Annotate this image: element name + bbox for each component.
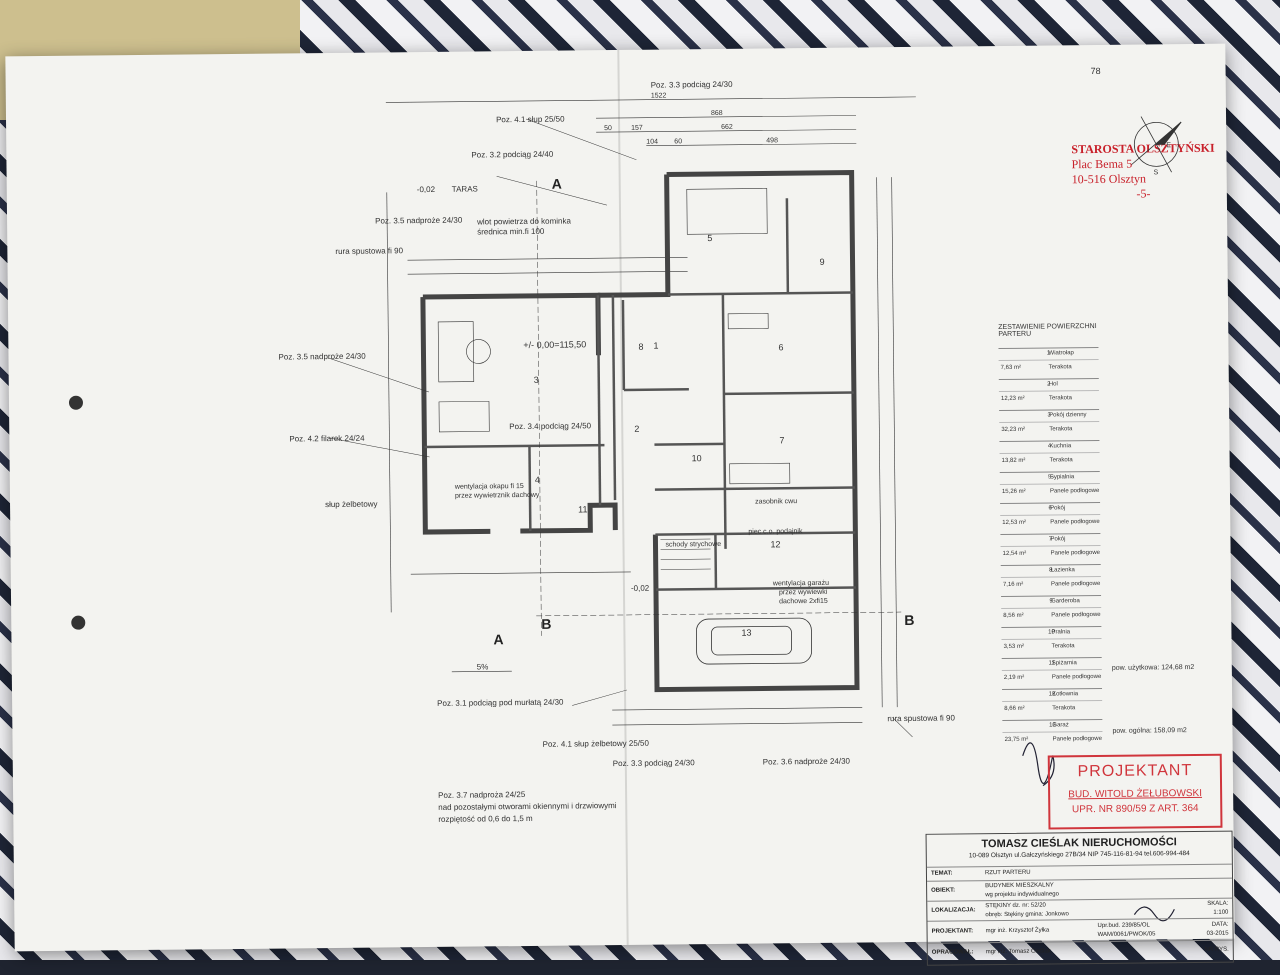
- level-mark: -0,02: [630, 583, 650, 593]
- total-area: pow. ogólna: 158,09 m2: [1112, 727, 1187, 735]
- compass-south: S: [1153, 169, 1159, 177]
- projektant-stamp: PROJEKTANT BUD. WITOLD ŻEŁUBOWSKI UPR. N…: [1047, 753, 1223, 830]
- dim: 157: [631, 124, 643, 132]
- callout: TARAS: [451, 184, 478, 194]
- dim: 1522: [650, 92, 667, 100]
- callout: Poz. 4.1 słup 25/50: [495, 114, 565, 125]
- floor-plan-drawing: [328, 96, 1182, 922]
- callout: przez wywietrznik dachowy: [454, 491, 540, 500]
- callout: Poz. 3.2 podciąg 24/40: [471, 149, 554, 160]
- room-number: 8: [638, 341, 644, 352]
- room-number: 4: [534, 474, 540, 485]
- callout: rura spustowa fi 90: [887, 713, 955, 724]
- room-number: 6: [778, 342, 784, 353]
- callout: wlot powietrza do kominka: [477, 216, 571, 227]
- section-mark-a: A: [493, 631, 504, 648]
- callout: Poz. 4.1 słup żelbetowy 25/50: [542, 738, 649, 749]
- company-name: TOMASZ CIEŚLAK NIERUCHOMOŚCI: [981, 836, 1177, 851]
- callout: Poz. 3.4 podciąg 24/50: [509, 421, 592, 432]
- company-address: 10-089 Olsztyn ul.Gałczyńskiego 27B/34 N…: [968, 850, 1190, 860]
- dim: 662: [721, 123, 733, 131]
- callout: słup żelbetowy: [325, 499, 378, 510]
- callout: Poz. 3.7 nadproża 24/25: [438, 790, 526, 800]
- callout: Poz. 3.1 podciąg pod murłatą 24/30: [437, 697, 564, 708]
- dim: 50: [604, 125, 612, 133]
- callout: schody strychowe: [665, 540, 722, 549]
- callout: Poz. 4.2 filarek 24/24: [289, 433, 365, 444]
- callout: zasobnik cwu: [755, 498, 798, 506]
- room-number: 7: [779, 435, 785, 446]
- callout: Poz. 3.6 nadproże 24/30: [762, 756, 851, 767]
- title-block: TOMASZ CIEŚLAK NIERUCHOMOŚCI 10-089 Olsz…: [925, 830, 1234, 966]
- room-number: 1: [653, 340, 659, 351]
- level-mark: +/- 0,00=115,50: [523, 339, 587, 351]
- callout: piec c.o. podajnik: [748, 528, 803, 536]
- room-number: 10: [691, 453, 702, 464]
- section-mark-a: A: [551, 175, 562, 192]
- section-mark-b: B: [541, 615, 552, 632]
- room-number: 13: [741, 627, 752, 638]
- callout: Poz. 3.5 nadproże 24/30: [375, 215, 463, 226]
- section-mark-b: B: [904, 611, 915, 629]
- room-number: 11: [578, 504, 588, 515]
- car-icon: [696, 617, 813, 665]
- room-number: 5: [707, 233, 713, 244]
- room-number: 9: [819, 256, 825, 267]
- dim: 104: [646, 138, 659, 146]
- room-number: 2: [634, 423, 640, 434]
- callout: średnica min.fi 100: [477, 226, 545, 237]
- compass-east: E: [1166, 142, 1172, 150]
- callout: Poz. 3.3 podciąg 24/30: [612, 758, 695, 769]
- slope-mark: 5%: [476, 662, 489, 672]
- room-number: 3: [533, 374, 539, 385]
- callout: dachowe 2xfi15: [779, 597, 828, 606]
- callout: Poz. 3.5 nadproże 24/30: [278, 351, 366, 362]
- callout: przez wywiewki: [778, 588, 828, 597]
- level-mark: -0,02: [416, 184, 436, 195]
- areas-table-title: ZESTAWIENIE POWIERZCHNI PARTERU: [998, 322, 1097, 339]
- dim: 868: [710, 109, 723, 118]
- callout: wentylacja okapu fi 15: [454, 483, 524, 491]
- callout: rura spustowa fi 90: [335, 246, 404, 256]
- compass-icon: [1131, 116, 1182, 173]
- room-number: 12: [770, 539, 781, 550]
- dim: 60: [674, 138, 683, 146]
- floor-plan-sheet: 78 STAROSTA OLSZTYŃSKI Plac Bema 5 10-51…: [5, 43, 1235, 966]
- callout: wentylacja garażu: [772, 579, 829, 588]
- callout: rozpiętość od 0,6 do 1,5 m: [438, 813, 533, 824]
- dim: 498: [766, 137, 778, 145]
- callout: Poz. 3.3 podciąg 24/30: [650, 79, 733, 90]
- usable-area: pow. użytkowa: 124,68 m2: [1111, 663, 1195, 672]
